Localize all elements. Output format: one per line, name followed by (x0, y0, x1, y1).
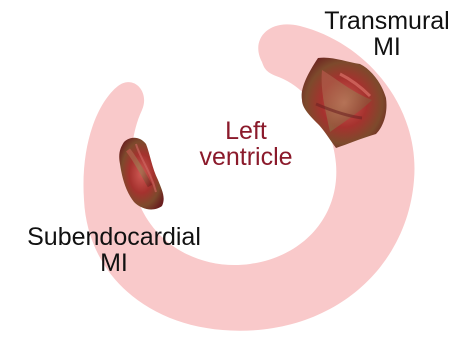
left-ventricle-label-line1: Left (186, 118, 306, 144)
subendocardial-label-line2: MI (0, 250, 228, 276)
subendocardial-mi-label: Subendocardial MI (0, 224, 228, 277)
left-ventricle-label-line2: ventricle (186, 144, 306, 170)
subendocardial-label-line1: Subendocardial (0, 224, 228, 250)
transmural-label-line1: Transmural (302, 8, 468, 34)
transmural-label-line2: MI (302, 34, 468, 60)
left-ventricle-label: Left ventricle (186, 118, 306, 171)
transmural-mi-label: Transmural MI (302, 8, 468, 61)
